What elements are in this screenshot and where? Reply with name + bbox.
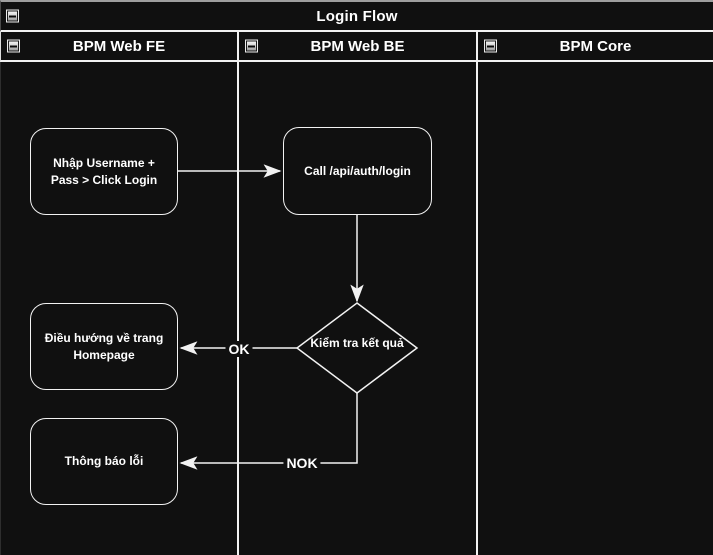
node-input-login[interactable]: Nhập Username + Pass > Click Login <box>30 128 178 215</box>
lane-body-row <box>0 62 713 555</box>
lane-fe-title: BPM Web FE <box>72 37 166 55</box>
lane-body-bpm-web-be <box>239 62 478 555</box>
edge-label-ok[interactable]: OK <box>225 341 253 357</box>
minus-glyph <box>9 15 16 17</box>
node-show-error[interactable]: Thông báo lỗi <box>30 418 178 505</box>
lane-fe-collapse-minus-icon[interactable] <box>7 39 20 53</box>
edge-label-nok[interactable]: NOK <box>283 455 321 471</box>
lane-be-collapse-minus-icon[interactable] <box>245 39 258 53</box>
node-call-api-label: Call /api/auth/login <box>304 163 411 178</box>
pool-title-bar: Login Flow <box>0 0 713 32</box>
lane-core-collapse-minus-icon[interactable] <box>484 39 497 53</box>
lane-header-row: BPM Web FE BPM Web BE BPM Core <box>0 32 713 62</box>
lane-body-bpm-core <box>478 62 713 555</box>
node-call-api[interactable]: Call /api/auth/login <box>283 127 432 215</box>
pool-title: Login Flow <box>316 7 398 25</box>
node-redirect-home-label: Điều hướng về trang Homepage <box>44 330 164 362</box>
lane-header-bpm-web-fe[interactable]: BPM Web FE <box>1 32 239 60</box>
node-check-result-label[interactable]: Kiểm tra kết quả <box>310 336 404 350</box>
pool-collapse-minus-icon[interactable] <box>6 9 19 23</box>
node-redirect-home[interactable]: Điều hướng về trang Homepage <box>30 303 178 390</box>
lane-body-bpm-web-fe <box>1 62 239 555</box>
node-show-error-label: Thông báo lỗi <box>64 454 144 469</box>
minus-glyph <box>248 45 255 47</box>
lane-be-title: BPM Web BE <box>310 37 405 55</box>
minus-glyph <box>487 45 494 47</box>
lane-header-bpm-core[interactable]: BPM Core <box>478 32 713 60</box>
lane-core-title: BPM Core <box>559 37 632 55</box>
minus-glyph <box>10 45 17 47</box>
lane-header-bpm-web-be[interactable]: BPM Web BE <box>239 32 478 60</box>
node-input-login-label: Nhập Username + Pass > Click Login <box>50 155 158 187</box>
